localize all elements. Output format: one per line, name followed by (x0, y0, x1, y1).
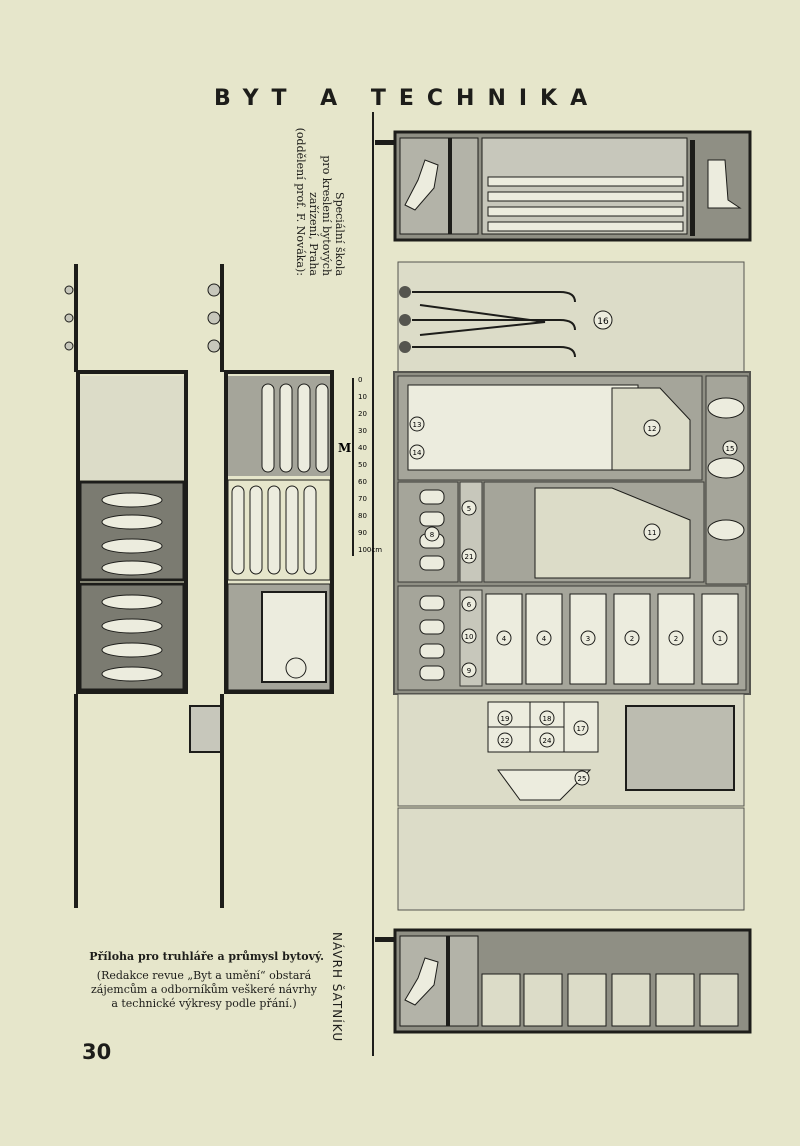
coat-labels-bottom: 5 21 8 11 (424, 500, 661, 564)
divider-line (372, 112, 374, 1056)
box-labels: 19 22 18 24 17 25 (497, 710, 590, 786)
hat-icons (707, 397, 745, 541)
trousers-icon (497, 769, 592, 801)
item-label: 2 (674, 635, 678, 643)
item-label: 1 (718, 635, 722, 643)
coat-labels-top: 13 14 12 15 (409, 416, 738, 460)
drawer-sections (481, 973, 739, 1027)
bottom-section-view (375, 928, 752, 1034)
note-paragraph: (Redakce revue „Byt a umění“ obstará záj… (84, 969, 324, 1011)
item-label: 24 (543, 737, 552, 745)
mirror-panel (625, 705, 735, 791)
scale-tick: 80 (358, 512, 367, 520)
item-label: 25 (578, 775, 587, 783)
umbrella-label: 16 (597, 317, 609, 327)
page-number: 30 (82, 1040, 112, 1064)
hat-shelf-slots (231, 383, 329, 575)
drawer-trays (487, 176, 684, 232)
item-label: 14 (413, 449, 422, 457)
scale-tick: 0 (358, 376, 362, 384)
item-label: 5 (467, 505, 471, 513)
shoe-side-icon (404, 957, 439, 1006)
scale-bar: 0 10 20 30 40 50 60 70 80 90 100cm M (338, 376, 382, 556)
top-section-view (375, 130, 752, 242)
item-label: 6 (467, 601, 472, 609)
left-section-views (64, 264, 334, 908)
item-label: 4 (502, 635, 507, 643)
coat-hanger-top (407, 384, 639, 471)
item-label: 10 (465, 633, 474, 641)
drawer-fronts (485, 593, 739, 685)
item-label: 13 (413, 421, 422, 429)
wardrobe-front: 13 14 12 15 5 21 8 11 (393, 371, 751, 695)
scale-tick: 40 (358, 444, 367, 452)
page-title: BYT A TECHNIKA (214, 86, 601, 111)
scale-tick: 60 (358, 478, 367, 486)
item-label: 21 (465, 553, 474, 561)
item-label: 2 (630, 635, 634, 643)
scale-tick: 90 (358, 529, 367, 537)
item-label: 22 (501, 737, 510, 745)
note-line: Příloha pro truhláře a průmysl bytový. (89, 950, 324, 963)
appendix-note: Příloha pro truhláře a průmysl bytový. (… (84, 950, 324, 1011)
drawer-labels: 9 10 6 4 4 3 2 2 1 (461, 596, 728, 678)
item-label: 15 (726, 445, 735, 453)
scale-tick: 20 (358, 410, 367, 418)
scale-tick: 10 (358, 393, 367, 401)
note-line: (Redakce revue „Byt a umění“ obstará (96, 969, 312, 982)
item-label: 11 (648, 529, 657, 537)
lower-wardrobe: 19 22 18 24 17 25 (397, 693, 745, 911)
item-label: 3 (586, 635, 590, 643)
scale-tick: 70 (358, 495, 367, 503)
scale-tick: 50 (358, 461, 367, 469)
item-label: 19 (501, 715, 510, 723)
note-line: zájemcům a odborníkům veškeré návrhy (90, 983, 318, 996)
hat-side-icon (707, 159, 742, 209)
umbrella-icons (412, 291, 576, 358)
item-label: 18 (543, 715, 552, 723)
note-line: a technické výkresy podle přání.) (111, 997, 297, 1010)
scale-tick: 100cm (358, 546, 382, 554)
coat-icon (534, 487, 691, 579)
shoe-side-icon (404, 159, 439, 211)
scale-label: M (338, 441, 351, 455)
item-label: 4 (542, 635, 547, 643)
item-label: 9 (467, 667, 471, 675)
item-label: 12 (648, 425, 657, 433)
shoe-icons (101, 492, 163, 682)
boot-icons-lower (419, 595, 445, 681)
item-label: 17 (577, 725, 586, 733)
scale-tick: 30 (358, 427, 367, 435)
item-label: 8 (430, 531, 434, 539)
umbrella-panel: 16 (397, 261, 745, 373)
